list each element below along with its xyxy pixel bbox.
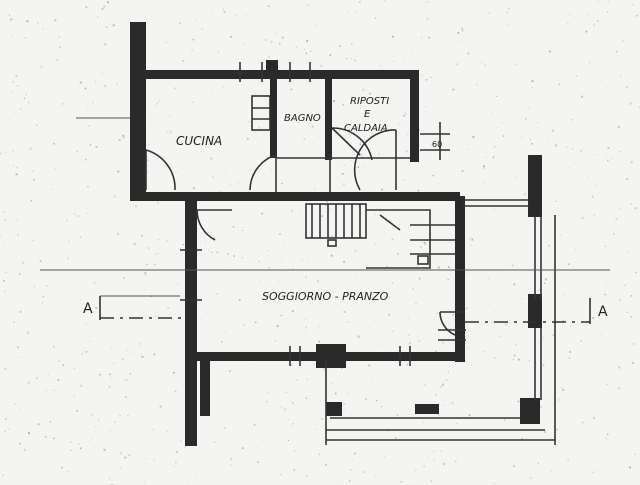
room-label-caldaia: CALDAIA [344,123,388,134]
room-label-bagno: BAGNO [284,113,321,124]
staircase [305,203,455,269]
room-label-soggiorno: SOGGIORNO - PRANZO [262,290,389,303]
fine-lines [40,62,610,445]
room-label-cucina: CUCINA [176,134,222,148]
section-marker-left: A [83,301,93,317]
section-line [99,296,591,324]
room-label-riposti: RIPOSTI [350,96,389,107]
dimension-label: 60 [432,140,442,149]
room-label-riposti-e: E [364,109,371,120]
walls [130,22,542,446]
section-marker-right: A [598,304,608,320]
